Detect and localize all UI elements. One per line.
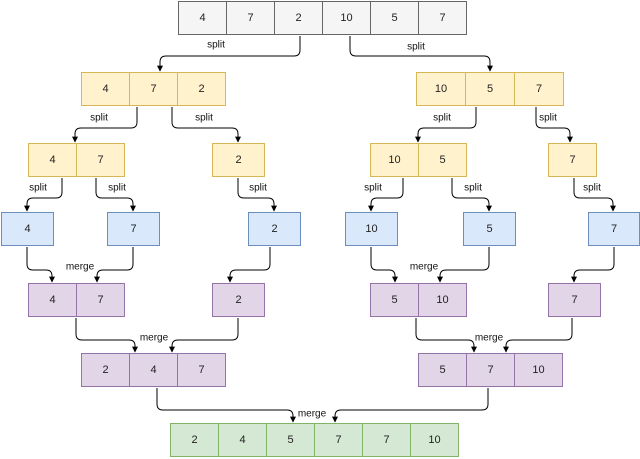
array-cell: 7 (466, 353, 515, 387)
split-label: split (582, 182, 602, 194)
array-cell: 5 (370, 1, 419, 35)
edge-arrow (169, 318, 239, 353)
array-cell: 5 (418, 353, 467, 387)
array-cell: 7 (514, 72, 564, 106)
split-label: split (107, 182, 127, 194)
array-cell: 10 (410, 423, 459, 457)
edge-arrow (332, 388, 489, 423)
array-cell: 2 (248, 212, 301, 246)
array-cell: 5 (463, 212, 516, 246)
split-label: split (406, 41, 426, 53)
array-cell: 7 (314, 423, 363, 457)
edge-arrow (535, 107, 573, 143)
edge-arrow (451, 178, 492, 212)
array-cell: 7 (76, 143, 125, 177)
array-cell: 7 (362, 423, 411, 457)
edge-arrow (415, 107, 477, 143)
split-label: split (89, 112, 109, 124)
array-cell: 10 (322, 1, 371, 35)
edge-arrow (415, 318, 477, 353)
array-cell: 2 (170, 423, 219, 457)
split-label: split (463, 182, 483, 194)
array-cell: 4 (81, 72, 130, 106)
split-label: split (538, 112, 558, 124)
split-label: split (248, 182, 268, 194)
array-cell: 2 (212, 283, 265, 317)
array-cell: 7 (548, 283, 601, 317)
array-cell: 4 (28, 143, 77, 177)
split-label: split (194, 112, 214, 124)
array-cell: 10 (370, 143, 419, 177)
array-cell: 5 (418, 143, 467, 177)
edge-arrow (94, 247, 134, 283)
edge-arrow (503, 318, 573, 353)
array-cell: 7 (177, 353, 226, 387)
edge-arrow (370, 247, 398, 283)
array-cell: 4 (1, 212, 54, 246)
split-label: split (206, 39, 226, 51)
edge-arrow (237, 178, 277, 212)
array-cell: 2 (177, 72, 226, 106)
merge-label: merge (408, 261, 440, 273)
edge-arrow (368, 178, 404, 212)
array-cell: 7 (548, 143, 597, 177)
array-cell: 10 (345, 212, 398, 246)
split-label: split (432, 112, 452, 124)
edge-arrow (75, 318, 138, 353)
array-cell: 2 (212, 143, 265, 177)
array-cell: 10 (416, 72, 466, 106)
merge-label: merge (138, 332, 170, 344)
array-cell: 4 (218, 423, 267, 457)
edge-arrow (95, 178, 136, 212)
edge-arrow (156, 388, 296, 423)
array-cell: 10 (418, 283, 467, 317)
array-cell: 4 (28, 283, 77, 317)
array-cell: 7 (226, 1, 275, 35)
array-cell: 7 (107, 212, 160, 246)
array-cell: 7 (588, 212, 640, 246)
split-label: split (363, 182, 383, 194)
merge-label: merge (64, 261, 96, 273)
array-cell: 2 (274, 1, 323, 35)
array-cell: 5 (370, 283, 419, 317)
edge-arrow (72, 107, 138, 143)
split-label: split (28, 182, 48, 194)
edge-arrow (571, 247, 615, 283)
edge-arrow (157, 36, 301, 72)
array-cell: 2 (81, 353, 130, 387)
edge-arrow (26, 247, 55, 283)
edge-arrow (171, 107, 241, 143)
merge-label: merge (296, 408, 328, 420)
edge-arrow (437, 247, 490, 283)
array-cell: 7 (418, 1, 467, 35)
array-cell: 10 (514, 353, 563, 387)
array-cell: 4 (129, 353, 178, 387)
array-cell: 7 (76, 283, 125, 317)
edge-arrow (227, 247, 271, 283)
edge-arrow (349, 36, 493, 72)
array-cell: 5 (266, 423, 315, 457)
array-cell: 5 (465, 72, 515, 106)
edge-arrow (573, 178, 616, 212)
array-cell: 7 (129, 72, 178, 106)
edge-arrow (24, 178, 63, 212)
array-cell: 4 (178, 1, 227, 35)
merge-label: merge (473, 332, 505, 344)
